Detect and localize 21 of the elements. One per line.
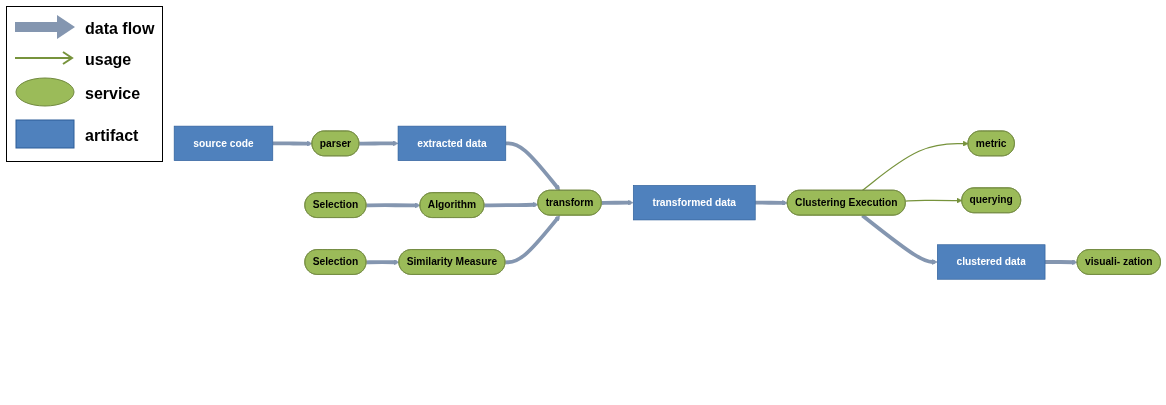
node-box: extracted data xyxy=(398,125,507,161)
arrow xyxy=(862,140,969,191)
arrow xyxy=(366,202,421,208)
legend-label: artifact xyxy=(85,127,140,145)
arrow xyxy=(905,197,963,204)
node-box: source code xyxy=(174,125,274,161)
arrow xyxy=(861,213,938,265)
legend-label: usage xyxy=(85,51,133,69)
legend-label: data flow xyxy=(85,20,155,38)
node-box: clustered data xyxy=(937,244,1046,280)
arrow xyxy=(506,141,561,191)
arrow xyxy=(366,259,400,265)
arrow xyxy=(359,140,399,146)
arrow xyxy=(601,199,634,206)
node-box: transformed data xyxy=(633,184,756,221)
arrow xyxy=(484,201,539,208)
arrow xyxy=(1045,259,1078,265)
arrow xyxy=(273,140,313,147)
legend-label: service xyxy=(85,85,142,103)
arrow xyxy=(755,199,789,206)
arrow xyxy=(505,215,561,265)
